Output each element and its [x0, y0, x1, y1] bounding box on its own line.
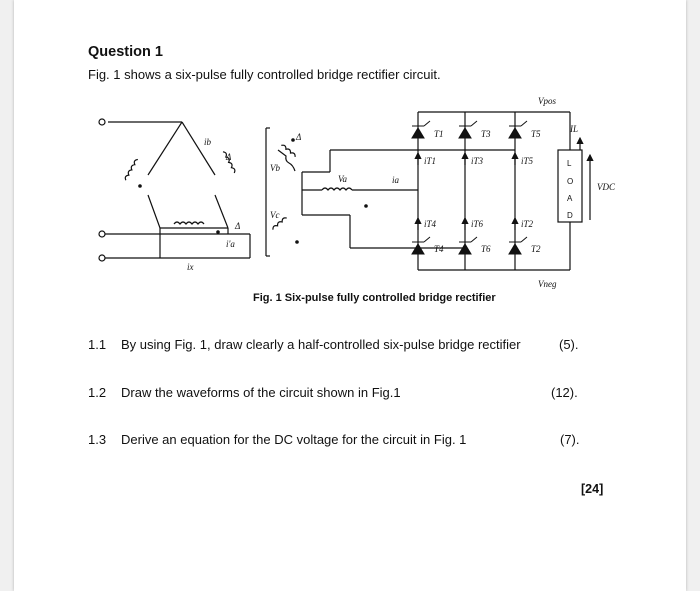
label-t3: T3 — [481, 129, 491, 139]
load-letter-a: A — [567, 194, 573, 203]
label-vpos: Vpos — [538, 96, 556, 106]
item-text: By using Fig. 1, draw clearly a half-con… — [121, 337, 521, 352]
thyristor-t3 — [458, 120, 478, 139]
label-t2: T2 — [531, 244, 541, 254]
item-text: Draw the waveforms of the circuit shown … — [121, 385, 401, 400]
load-letter-d: D — [567, 211, 573, 220]
primary-delta-winding — [102, 121, 251, 259]
thyristor-t2 — [508, 236, 528, 255]
figure-caption: Fig. 1 Six-pulse fully controlled bridge… — [253, 292, 496, 304]
load-letter-o: O — [567, 177, 573, 186]
label-it1: iT1 — [424, 156, 436, 166]
total-marks: [24] — [581, 482, 604, 496]
question-intro: Fig. 1 shows a six-pulse fully controlle… — [88, 67, 441, 82]
item-number: 1.2 — [88, 385, 107, 400]
label-t1: T1 — [434, 129, 444, 139]
load-letter-l: L — [567, 159, 572, 168]
label-ib: ib — [204, 137, 212, 147]
label-it3: iT3 — [471, 156, 484, 166]
item-marks: (12). — [551, 385, 578, 400]
thyristor-t4 — [411, 236, 431, 255]
label-delta-primary-2: Δ — [234, 221, 240, 231]
label-il: IL — [569, 124, 578, 134]
label-t6: T6 — [481, 244, 491, 254]
label-va: Va — [338, 174, 348, 184]
item-text: Derive an equation for the DC voltage fo… — [121, 432, 467, 447]
label-it4: iT4 — [424, 219, 437, 229]
item-marks: (7). — [560, 432, 580, 447]
label-delta-primary: Δ — [225, 152, 231, 162]
label-ia-prime: i'a — [226, 239, 235, 249]
label-it2: iT2 — [521, 219, 534, 229]
thyristor-t6 — [458, 236, 478, 255]
item-number: 1.1 — [88, 337, 107, 352]
label-vb: Vb — [270, 163, 280, 173]
label-delta-secondary: Δ — [295, 132, 301, 142]
question-heading: Question 1 — [88, 44, 163, 60]
document-page — [14, 0, 686, 591]
rectifier-circuit-diagram: Vpos Vneg VDC IL T1 T3 T5 T4 T6 T2 iT1 i… — [98, 96, 616, 289]
label-t5: T5 — [531, 129, 541, 139]
thyristor-t5 — [508, 120, 528, 139]
label-vdc: VDC — [597, 182, 616, 192]
label-t4: T4 — [434, 244, 444, 254]
label-vneg: Vneg — [538, 279, 557, 289]
item-marks: (5). — [559, 337, 579, 352]
secondary-winding — [265, 127, 515, 257]
label-ia: ia — [392, 175, 400, 185]
label-it5: iT5 — [521, 156, 534, 166]
label-vc: Vc — [270, 210, 280, 220]
item-number: 1.3 — [88, 432, 107, 447]
label-it6: iT6 — [471, 219, 484, 229]
thyristor-t1 — [411, 120, 431, 139]
label-ix: ix — [187, 262, 194, 272]
